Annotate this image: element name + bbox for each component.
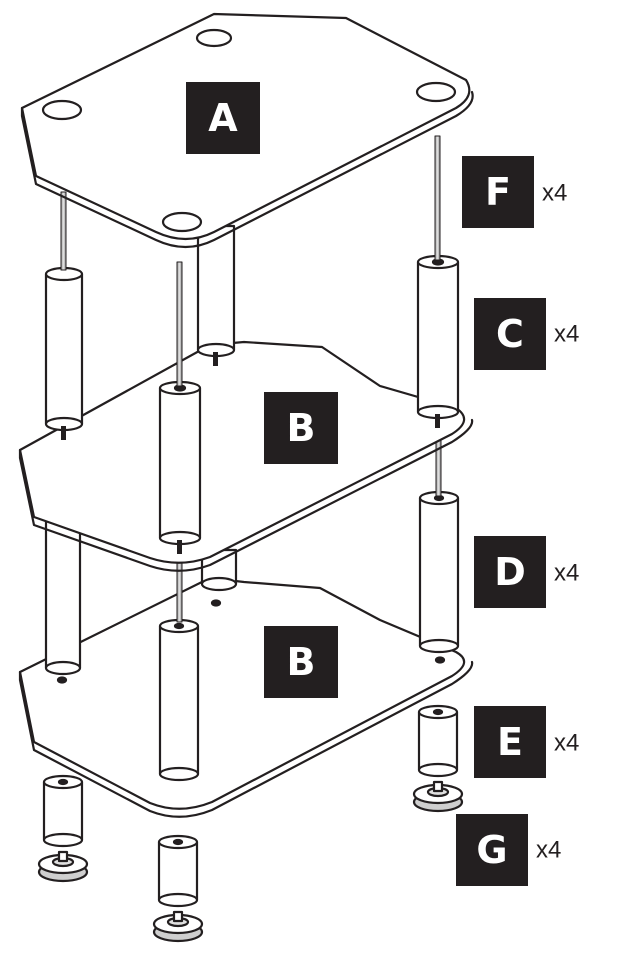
label-middle-shelf-letter: B <box>287 406 316 450</box>
upper-spacer-front <box>158 380 202 554</box>
label-bottom-shelf-letter: B <box>287 640 316 684</box>
middle-shelf <box>18 340 474 572</box>
lower-spacer-left <box>44 518 82 676</box>
label-top-shelf: A <box>186 82 260 154</box>
foot-spacer-front <box>157 834 199 908</box>
label-spike-foot-qty: x4 <box>536 837 561 864</box>
label-lower-spacer: D x4 <box>474 536 579 608</box>
lower-spacer-right <box>418 490 460 654</box>
spike-foot-right <box>412 780 464 813</box>
label-threaded-rod-qty: x4 <box>542 180 567 207</box>
label-lower-spacer-letter: D <box>494 550 526 594</box>
label-lower-spacer-qty: x4 <box>554 560 579 587</box>
label-foot-spacer-letter: E <box>497 720 523 764</box>
lower-spacer-front <box>158 618 200 782</box>
label-foot-spacer-qty: x4 <box>554 730 579 757</box>
label-foot-spacer: E x4 <box>474 706 579 778</box>
spike-foot-left <box>37 850 89 883</box>
label-bottom-shelf: B <box>264 626 338 698</box>
label-upper-spacer: C x4 <box>474 298 579 370</box>
label-threaded-rod: F x4 <box>462 156 567 228</box>
label-spike-foot-letter: G <box>476 828 507 872</box>
label-middle-shelf: B <box>264 392 338 464</box>
stud-front <box>176 559 183 623</box>
foot-spacer-right <box>417 704 459 778</box>
upper-spacer-back <box>196 224 236 366</box>
label-threaded-rod-letter: F <box>485 170 511 214</box>
upper-spacer-left <box>44 266 84 440</box>
spike-foot-front <box>152 910 204 943</box>
upper-spacer-right <box>416 254 460 428</box>
label-upper-spacer-qty: x4 <box>554 321 579 348</box>
bottom-shelf <box>18 576 474 818</box>
label-upper-spacer-letter: C <box>496 312 524 356</box>
threaded-rod-front <box>176 261 183 387</box>
label-top-shelf-letter: A <box>208 96 238 140</box>
threaded-rod-right <box>434 135 441 261</box>
threaded-rod-left <box>60 191 67 271</box>
foot-spacer-left <box>42 774 84 848</box>
label-spike-foot: G x4 <box>456 814 561 886</box>
